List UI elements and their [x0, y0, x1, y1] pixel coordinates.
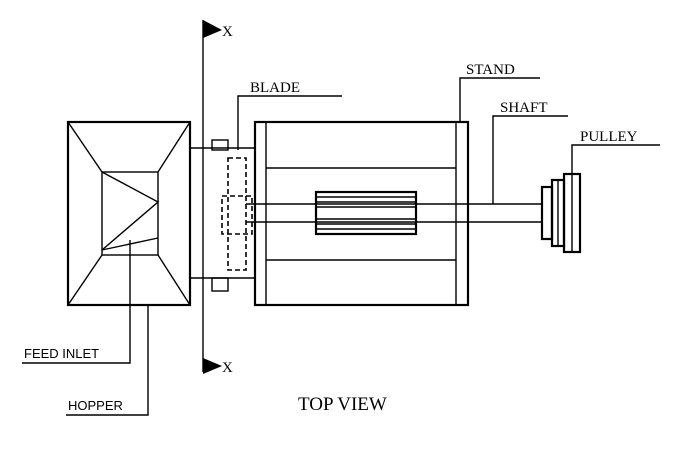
leader-hopper — [66, 305, 149, 416]
blade-body — [227, 157, 247, 271]
section-marker-top: X — [222, 24, 233, 40]
diagram-title: TOP VIEW — [298, 394, 387, 415]
housing-connection — [190, 139, 255, 292]
label-hopper: HOPPER — [68, 398, 123, 413]
leader-stand — [459, 77, 540, 122]
blade-hub — [221, 195, 253, 235]
stand — [253, 120, 470, 307]
leader-shaft — [492, 115, 568, 204]
section-line: X X — [202, 20, 233, 376]
label-feed-inlet: FEED INLET — [24, 346, 99, 361]
roller-body — [314, 190, 418, 236]
leader-blade — [237, 95, 342, 150]
roller — [314, 190, 418, 236]
blade-mount-bottom — [211, 277, 229, 292]
section-arrow-top — [203, 20, 222, 38]
feed-inlet-shape — [101, 171, 160, 251]
hopper-outer — [66, 120, 192, 307]
hopper — [66, 120, 192, 307]
pulley — [540, 172, 582, 254]
section-marker-bottom: X — [222, 360, 233, 376]
pulley-flange-left — [540, 185, 554, 241]
label-shaft: SHAFT — [500, 100, 548, 116]
label-stand: STAND — [466, 62, 515, 78]
leader-lines — [22, 77, 660, 416]
blade-mount-top — [211, 139, 229, 151]
label-blade: BLADE — [250, 80, 300, 96]
section-arrow-bottom — [203, 358, 222, 374]
label-pulley: PULLEY — [580, 129, 638, 145]
leader-pulley — [571, 144, 660, 174]
leader-feed-inlet — [22, 240, 131, 364]
blade — [221, 157, 253, 271]
stand-outer — [253, 120, 470, 307]
